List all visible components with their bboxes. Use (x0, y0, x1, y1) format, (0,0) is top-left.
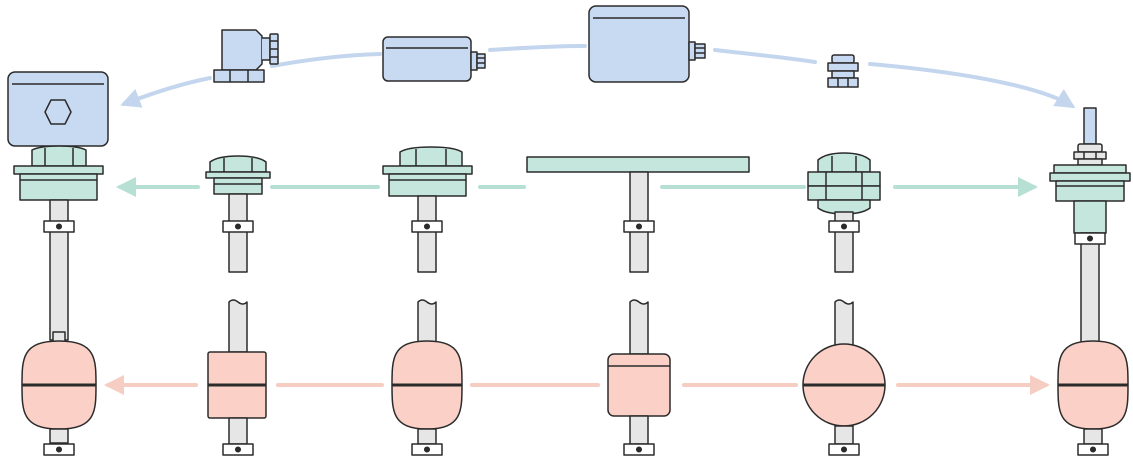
stem-upper (228, 193, 248, 273)
flange-plate (526, 156, 750, 173)
cable-gland (827, 54, 859, 88)
arrow-large-box-to-gland (713, 48, 817, 64)
flange (13, 165, 104, 175)
variant-col-2 (205, 29, 279, 456)
hex-nut (31, 145, 87, 167)
arrow-to-terminal-housing (120, 76, 212, 108)
hex-head (399, 146, 463, 167)
thread (19, 173, 98, 201)
assembly-left (7, 71, 109, 456)
arrow-box-to-large-box (488, 44, 587, 52)
compression-fitting (807, 152, 881, 215)
hex-cover-icon (44, 99, 72, 125)
small-hex-head (209, 155, 267, 173)
square-float (607, 353, 671, 417)
large-junction-box (588, 5, 706, 83)
small-thread (213, 177, 263, 195)
small-junction-box (382, 36, 486, 82)
thread (388, 173, 467, 197)
variant-col-3 (382, 36, 486, 456)
arrow-connector-to-box (270, 52, 382, 68)
assembly-right (1049, 107, 1131, 456)
cable-outlet (1083, 107, 1097, 145)
valve-connector (213, 29, 279, 83)
variant-col-5 (802, 54, 886, 456)
housing-row-arrows (120, 44, 1076, 109)
variant-col-4 (526, 5, 750, 456)
arrow-gland-to-outlet (868, 62, 1076, 109)
thread (1055, 180, 1125, 202)
